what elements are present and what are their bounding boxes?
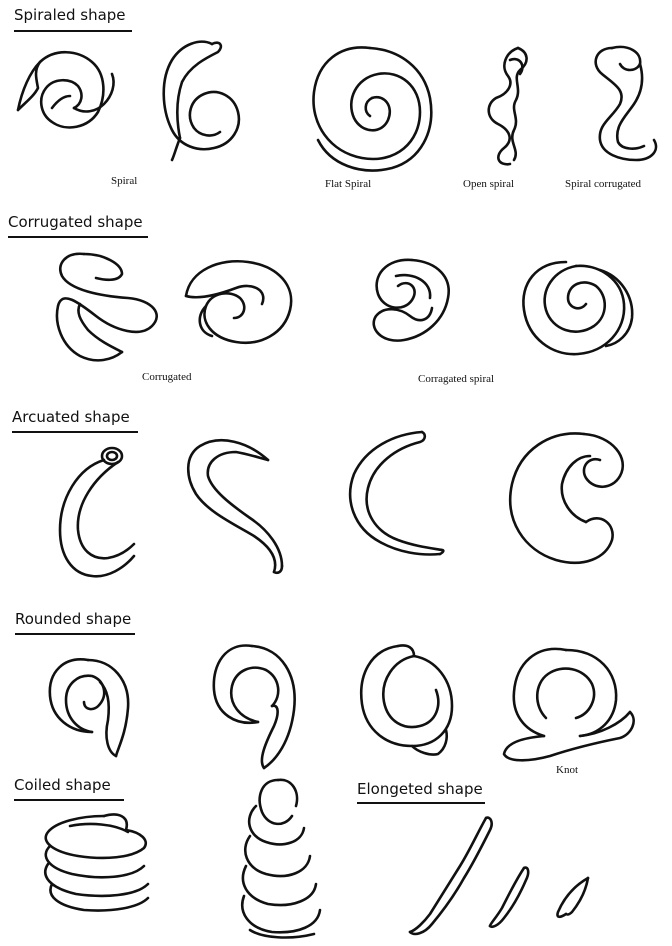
corrugated-spiral-1-shape-drawing xyxy=(374,260,449,341)
arcuated-1-shape-drawing xyxy=(60,448,134,576)
coiled-2-shape-drawing xyxy=(242,780,320,938)
rounded-2-shape-drawing xyxy=(214,646,295,768)
open-spiral-shape-drawing xyxy=(489,48,527,164)
arcuated-2-shape-drawing xyxy=(188,440,282,572)
corrugated-shape-drawing xyxy=(57,254,157,361)
spiral-corrugated-shape-drawing xyxy=(596,47,656,160)
corrugated-spiral-2-shape-drawing xyxy=(523,262,632,354)
elongated-3-shape-drawing xyxy=(557,878,588,917)
rounded-3-shape-drawing xyxy=(361,645,452,754)
spiral-6-shape-drawing xyxy=(164,42,239,160)
arcuated-4-shape-drawing xyxy=(510,433,623,562)
rounded-1-shape-drawing xyxy=(50,659,128,756)
arcuated-3-shape-drawing xyxy=(350,432,443,555)
flat-spiral-shape-drawing xyxy=(313,47,431,170)
elongated-1-shape-drawing xyxy=(410,818,492,934)
spiral-shape-drawing xyxy=(18,52,114,127)
corrugated-2-shape-drawing xyxy=(186,261,291,343)
coiled-1-shape-drawing xyxy=(45,815,148,911)
knot-shape-drawing xyxy=(504,649,634,760)
elongated-2-shape-drawing xyxy=(490,868,528,927)
